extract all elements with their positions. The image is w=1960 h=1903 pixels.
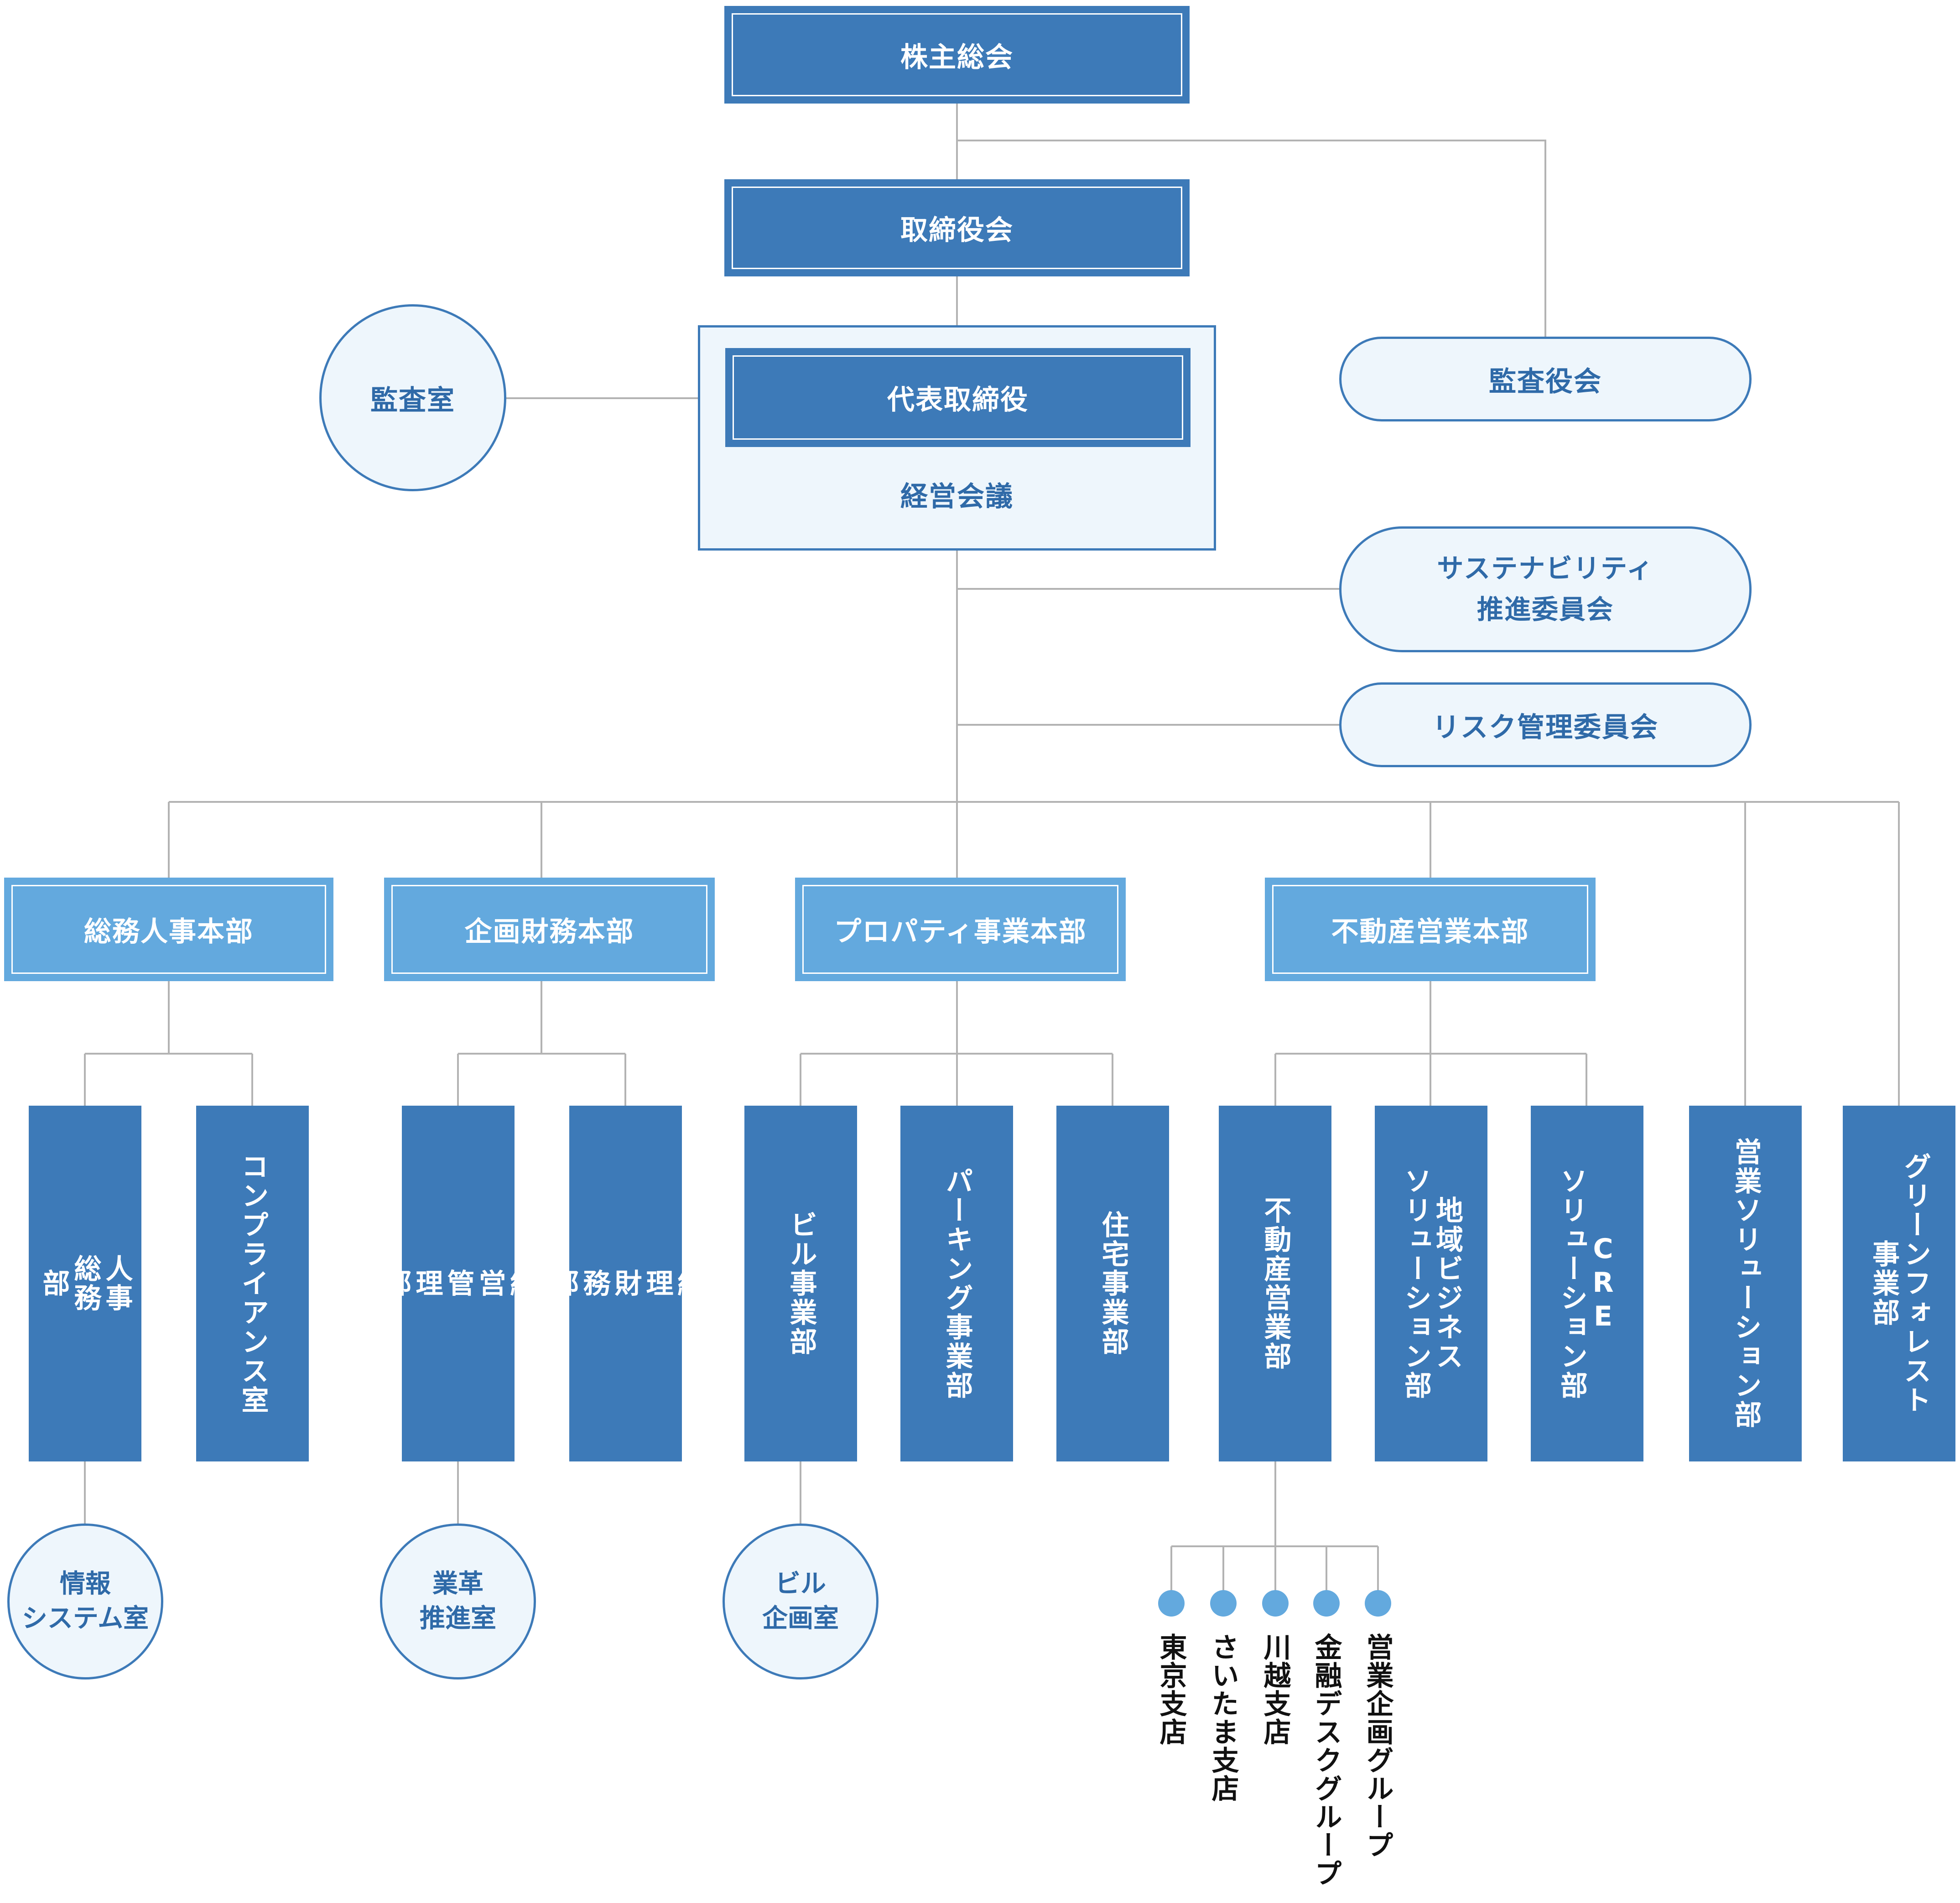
dept-label: 経 理 財 務 部 xyxy=(547,1269,705,1298)
connector-branches xyxy=(1170,1461,1379,1592)
board-of-directors-box: 取締役会 xyxy=(724,179,1190,276)
office-business-reform: 業革 推進室 xyxy=(380,1523,536,1679)
dept-regional-business-solution: 地域ビジネス ソリューション部 xyxy=(1375,1106,1487,1461)
branch-dot xyxy=(1365,1590,1391,1617)
dept-parking-business: パーキング事業部 xyxy=(900,1106,1013,1461)
dept-building-business: ビル事業部 xyxy=(744,1106,857,1461)
connector-hq3-depts xyxy=(800,981,1113,1106)
connector-audit-board xyxy=(957,140,1546,337)
ceo-label: 代表取締役 xyxy=(887,384,1029,416)
dept-compliance-office: コンプライアンス室 xyxy=(196,1106,309,1461)
branch-tokyo: 東京支店 xyxy=(1155,1633,1187,1746)
branch-dot xyxy=(1210,1590,1237,1617)
dept-label: 住宅事業部 xyxy=(1097,1211,1129,1357)
hq-label: 総務人事本部 xyxy=(84,916,254,948)
dept-cre-solution: CRE ソリューション部 xyxy=(1531,1106,1643,1461)
audit-board-pill: 監査役会 xyxy=(1339,337,1752,421)
hq-label: 不動産営業本部 xyxy=(1331,916,1529,948)
hq-property-business: プロパティ事業本部 xyxy=(795,878,1126,981)
branch-saitama: さいたま支店 xyxy=(1207,1633,1239,1803)
dept-label: 営業ソリューション部 xyxy=(1730,1138,1762,1430)
dept-label: パーキング事業部 xyxy=(941,1167,973,1400)
dept-label: 人事 総務 部 xyxy=(38,1254,133,1313)
hq-label: 企画財務本部 xyxy=(464,916,634,948)
office-label: 情報 システム室 xyxy=(21,1569,149,1633)
dept-label: コンプライアンス室 xyxy=(237,1152,269,1415)
dept-sales-solution: 営業ソリューション部 xyxy=(1689,1106,1802,1461)
shareholders-meeting-box: 株主総会 xyxy=(724,6,1190,104)
office-building-planning: ビル 企画室 xyxy=(723,1523,879,1679)
dept-hr-general-affairs: 人事 総務 部 xyxy=(29,1106,141,1461)
audit-office-label: 監査室 xyxy=(370,384,455,416)
dept-green-forest: グリーンフォレスト 事業部 xyxy=(1843,1106,1955,1461)
dept-label: 経 営 管 理 部 xyxy=(380,1269,537,1298)
risk-committee-pill: リスク管理委員会 xyxy=(1339,682,1752,767)
dept-label: 不動産営業部 xyxy=(1259,1196,1291,1371)
sustainability-committee-label: サステナビリティ 推進委員会 xyxy=(1437,553,1654,625)
dept-accounting-finance: 経 理 財 務 部 xyxy=(547,1106,705,1461)
branch-dot xyxy=(1262,1590,1289,1617)
office-label: ビル 企画室 xyxy=(762,1569,839,1633)
branch-kawagoe: 川越支店 xyxy=(1259,1633,1291,1746)
dept-label: CRE ソリューション部 xyxy=(1555,1167,1619,1400)
branch-sales-planning-group: 営業企画グループ xyxy=(1362,1633,1393,1859)
connector-hq2-depts xyxy=(457,981,626,1106)
sustainability-committee-pill: サステナビリティ 推進委員会 xyxy=(1339,526,1752,652)
ceo-box: 代表取締役 xyxy=(725,348,1191,447)
office-information-systems: 情報 システム室 xyxy=(7,1523,163,1679)
dept-label: グリーンフォレスト 事業部 xyxy=(1867,1152,1931,1415)
hq-real-estate-sales: 不動産営業本部 xyxy=(1265,878,1596,981)
connector-hq4-depts xyxy=(1274,981,1587,1106)
connector-hq1-depts xyxy=(84,981,253,1106)
dept-management-control: 経 営 管 理 部 xyxy=(380,1106,537,1461)
branch-dot xyxy=(1158,1590,1185,1617)
dept-label: ビル事業部 xyxy=(785,1211,817,1357)
branch-finance-desk-group: 金融デスクグループ xyxy=(1310,1633,1342,1887)
hq-general-affairs-hr: 総務人事本部 xyxy=(4,878,333,981)
audit-board-label: 監査役会 xyxy=(1489,365,1602,398)
dept-housing-business: 住宅事業部 xyxy=(1056,1106,1169,1461)
office-label: 業革 推進室 xyxy=(420,1569,496,1633)
branch-dot xyxy=(1313,1590,1340,1617)
management-meeting-label: 経営会議 xyxy=(900,481,1014,513)
shareholders-meeting-label: 株主総会 xyxy=(900,41,1014,73)
dept-real-estate-sales: 不動産営業部 xyxy=(1219,1106,1331,1461)
board-of-directors-label: 取締役会 xyxy=(900,214,1014,246)
dept-label: 地域ビジネス ソリューション部 xyxy=(1399,1167,1463,1400)
hq-planning-finance: 企画財務本部 xyxy=(384,878,715,981)
hq-label: プロパティ事業本部 xyxy=(834,916,1087,948)
audit-office-circle: 監査室 xyxy=(319,304,506,491)
risk-committee-label: リスク管理委員会 xyxy=(1432,711,1658,744)
